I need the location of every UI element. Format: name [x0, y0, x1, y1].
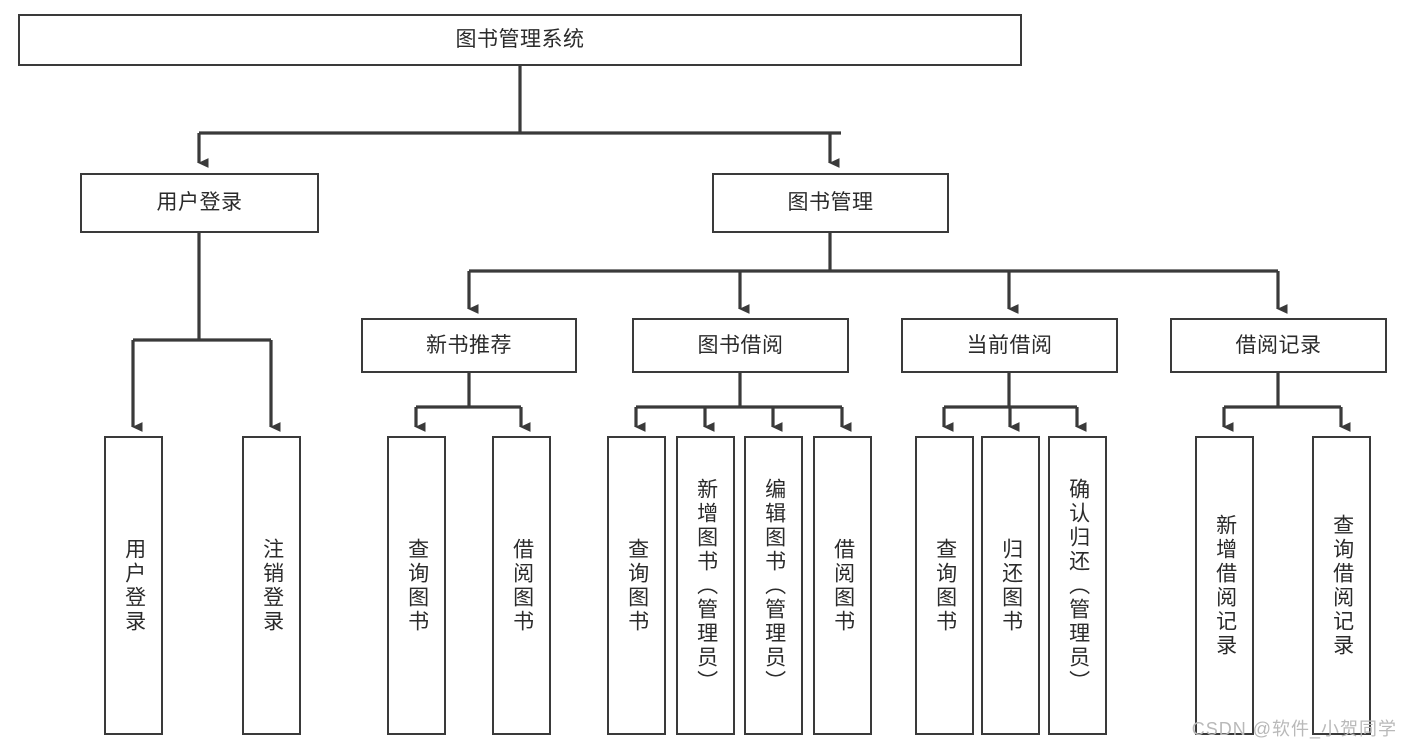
leaf-borrow-query-book[interactable]: 查询图书	[607, 436, 666, 735]
node-borrow-record-label: 借阅记录	[1235, 333, 1322, 357]
leaf-current-query-book-wrap: 查询图书	[917, 438, 972, 733]
node-book-borrow[interactable]: 图书借阅	[632, 318, 849, 373]
leaf-current-confirm-return[interactable]: 确认归还（管理员）	[1048, 436, 1107, 735]
leaf-borrow-edit-book-wrap: 编辑图书（管理员）	[746, 438, 801, 733]
leaf-recommend-borrow-book-label: 借阅图书	[510, 537, 534, 634]
leaf-borrow-edit-book[interactable]: 编辑图书（管理员）	[744, 436, 803, 735]
node-new-book-recommend-label: 新书推荐	[426, 333, 512, 357]
node-new-book-recommend[interactable]: 新书推荐	[361, 318, 577, 373]
leaf-record-query-record-label: 查询借阅记录	[1330, 513, 1354, 658]
node-current-borrow-label: 当前借阅	[966, 333, 1053, 357]
leaf-borrow-query-book-label: 查询图书	[625, 537, 649, 634]
leaf-recommend-query-book[interactable]: 查询图书	[387, 436, 446, 735]
node-book-manage[interactable]: 图书管理	[712, 173, 949, 233]
leaf-recommend-borrow-book-wrap: 借阅图书	[494, 438, 549, 733]
leaf-borrow-query-book-wrap: 查询图书	[609, 438, 664, 733]
leaf-borrow-add-book-wrap: 新增图书（管理员）	[678, 438, 733, 733]
node-user-login-label: 用户登录	[156, 191, 243, 215]
leaf-recommend-borrow-book[interactable]: 借阅图书	[492, 436, 551, 735]
leaf-borrow-do-borrow-label: 借阅图书	[831, 537, 855, 634]
leaf-user-login-label: 用户登录	[122, 537, 146, 634]
leaf-record-add-record-label: 新增借阅记录	[1213, 513, 1237, 658]
node-user-login[interactable]: 用户登录	[80, 173, 319, 233]
leaf-borrow-add-book-label: 新增图书（管理员）	[694, 477, 718, 694]
leaf-current-query-book-label: 查询图书	[933, 537, 957, 634]
leaf-record-query-record-wrap: 查询借阅记录	[1314, 438, 1369, 733]
leaf-record-query-record[interactable]: 查询借阅记录	[1312, 436, 1371, 735]
leaf-user-logout-label: 注销登录	[260, 537, 284, 634]
leaf-borrow-do-borrow-wrap: 借阅图书	[815, 438, 870, 733]
leaf-current-confirm-return-wrap: 确认归还（管理员）	[1050, 438, 1105, 733]
leaf-current-return-book[interactable]: 归还图书	[981, 436, 1040, 735]
leaf-recommend-query-book-wrap: 查询图书	[389, 438, 444, 733]
leaf-user-login[interactable]: 用户登录	[104, 436, 163, 735]
watermark: CSDN @软件_小贺同学	[1191, 719, 1397, 739]
leaf-current-return-book-wrap: 归还图书	[983, 438, 1038, 733]
node-root-label: 图书管理系统	[455, 28, 585, 52]
leaf-current-return-book-label: 归还图书	[999, 537, 1023, 634]
leaf-borrow-edit-book-label: 编辑图书（管理员）	[762, 477, 786, 694]
leaf-user-logout[interactable]: 注销登录	[242, 436, 301, 735]
leaf-borrow-add-book[interactable]: 新增图书（管理员）	[676, 436, 735, 735]
leaf-record-add-record[interactable]: 新增借阅记录	[1195, 436, 1254, 735]
leaf-user-logout-wrap: 注销登录	[244, 438, 299, 733]
node-borrow-record[interactable]: 借阅记录	[1170, 318, 1387, 373]
node-book-borrow-label: 图书借阅	[697, 333, 784, 357]
leaf-current-query-book[interactable]: 查询图书	[915, 436, 974, 735]
leaf-recommend-query-book-label: 查询图书	[405, 537, 429, 634]
leaf-borrow-do-borrow[interactable]: 借阅图书	[813, 436, 872, 735]
leaf-user-login-wrap: 用户登录	[106, 438, 161, 733]
leaf-current-confirm-return-label: 确认归还（管理员）	[1066, 477, 1090, 694]
node-root[interactable]: 图书管理系统	[18, 14, 1022, 66]
leaf-record-add-record-wrap: 新增借阅记录	[1197, 438, 1252, 733]
node-current-borrow[interactable]: 当前借阅	[901, 318, 1118, 373]
node-book-manage-label: 图书管理	[787, 191, 874, 215]
